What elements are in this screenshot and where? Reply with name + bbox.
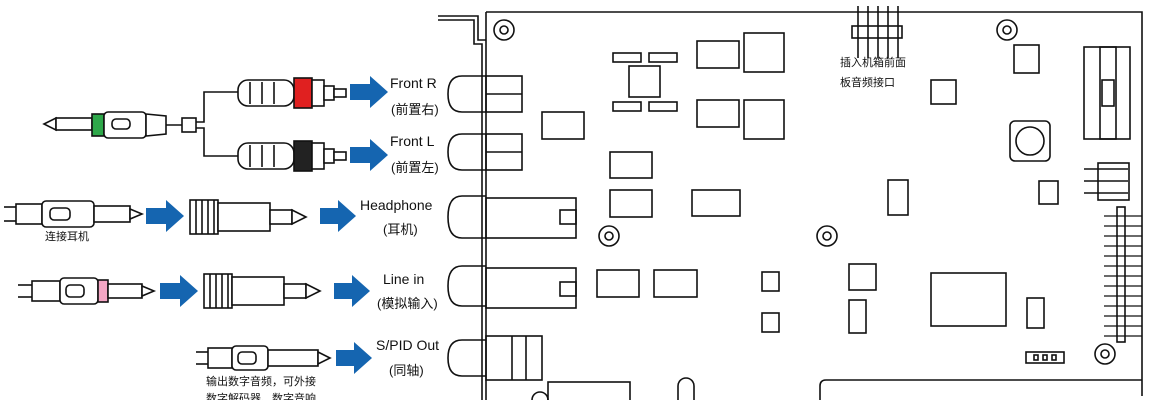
label-front-l: Front L [390,133,435,149]
green-ring [91,113,105,137]
note-spdif-2: 数字解码器、数字音响 [206,391,316,400]
arrow-spdif [336,342,372,374]
sub-headphone: (耳机) [383,222,418,237]
arrow-line-in-1 [160,275,198,307]
sub-line-in: (模拟输入) [377,296,438,311]
label-headphone: Headphone [360,197,433,213]
arrow-headphone-1 [146,200,184,232]
pcb-board [438,6,1143,400]
sub-front-r: (前置右) [391,102,439,117]
label-front-r: Front R [390,75,437,91]
arrow-front-r [350,76,388,108]
port-labels: Front R (前置右) Front L (前置左) Headphone (耳… [45,55,906,400]
splitter-cable [42,77,347,172]
arrow-line-in-2 [334,275,370,307]
pink-ring [97,279,109,303]
sub-spdif: (同轴) [389,363,424,378]
note-front-panel-1: 插入机箱前面 [840,55,906,69]
arrows [146,76,388,374]
sub-front-l: (前置左) [391,160,439,175]
headphone-plugs [4,199,308,235]
arrow-front-l [350,139,388,171]
note-spdif-1: 输出数字音频，可外接 [206,374,316,388]
board-jacks [447,75,577,381]
spdif-plug [196,345,332,371]
note-headphone: 连接耳机 [45,229,89,243]
label-spdif: S/PID Out [376,337,439,353]
line-in-plugs [18,273,322,309]
red-ring [293,77,313,109]
label-line-in: Line in [383,271,424,287]
note-front-panel-2: 板音频接口 [840,75,895,89]
arrow-headphone-2 [320,200,356,232]
